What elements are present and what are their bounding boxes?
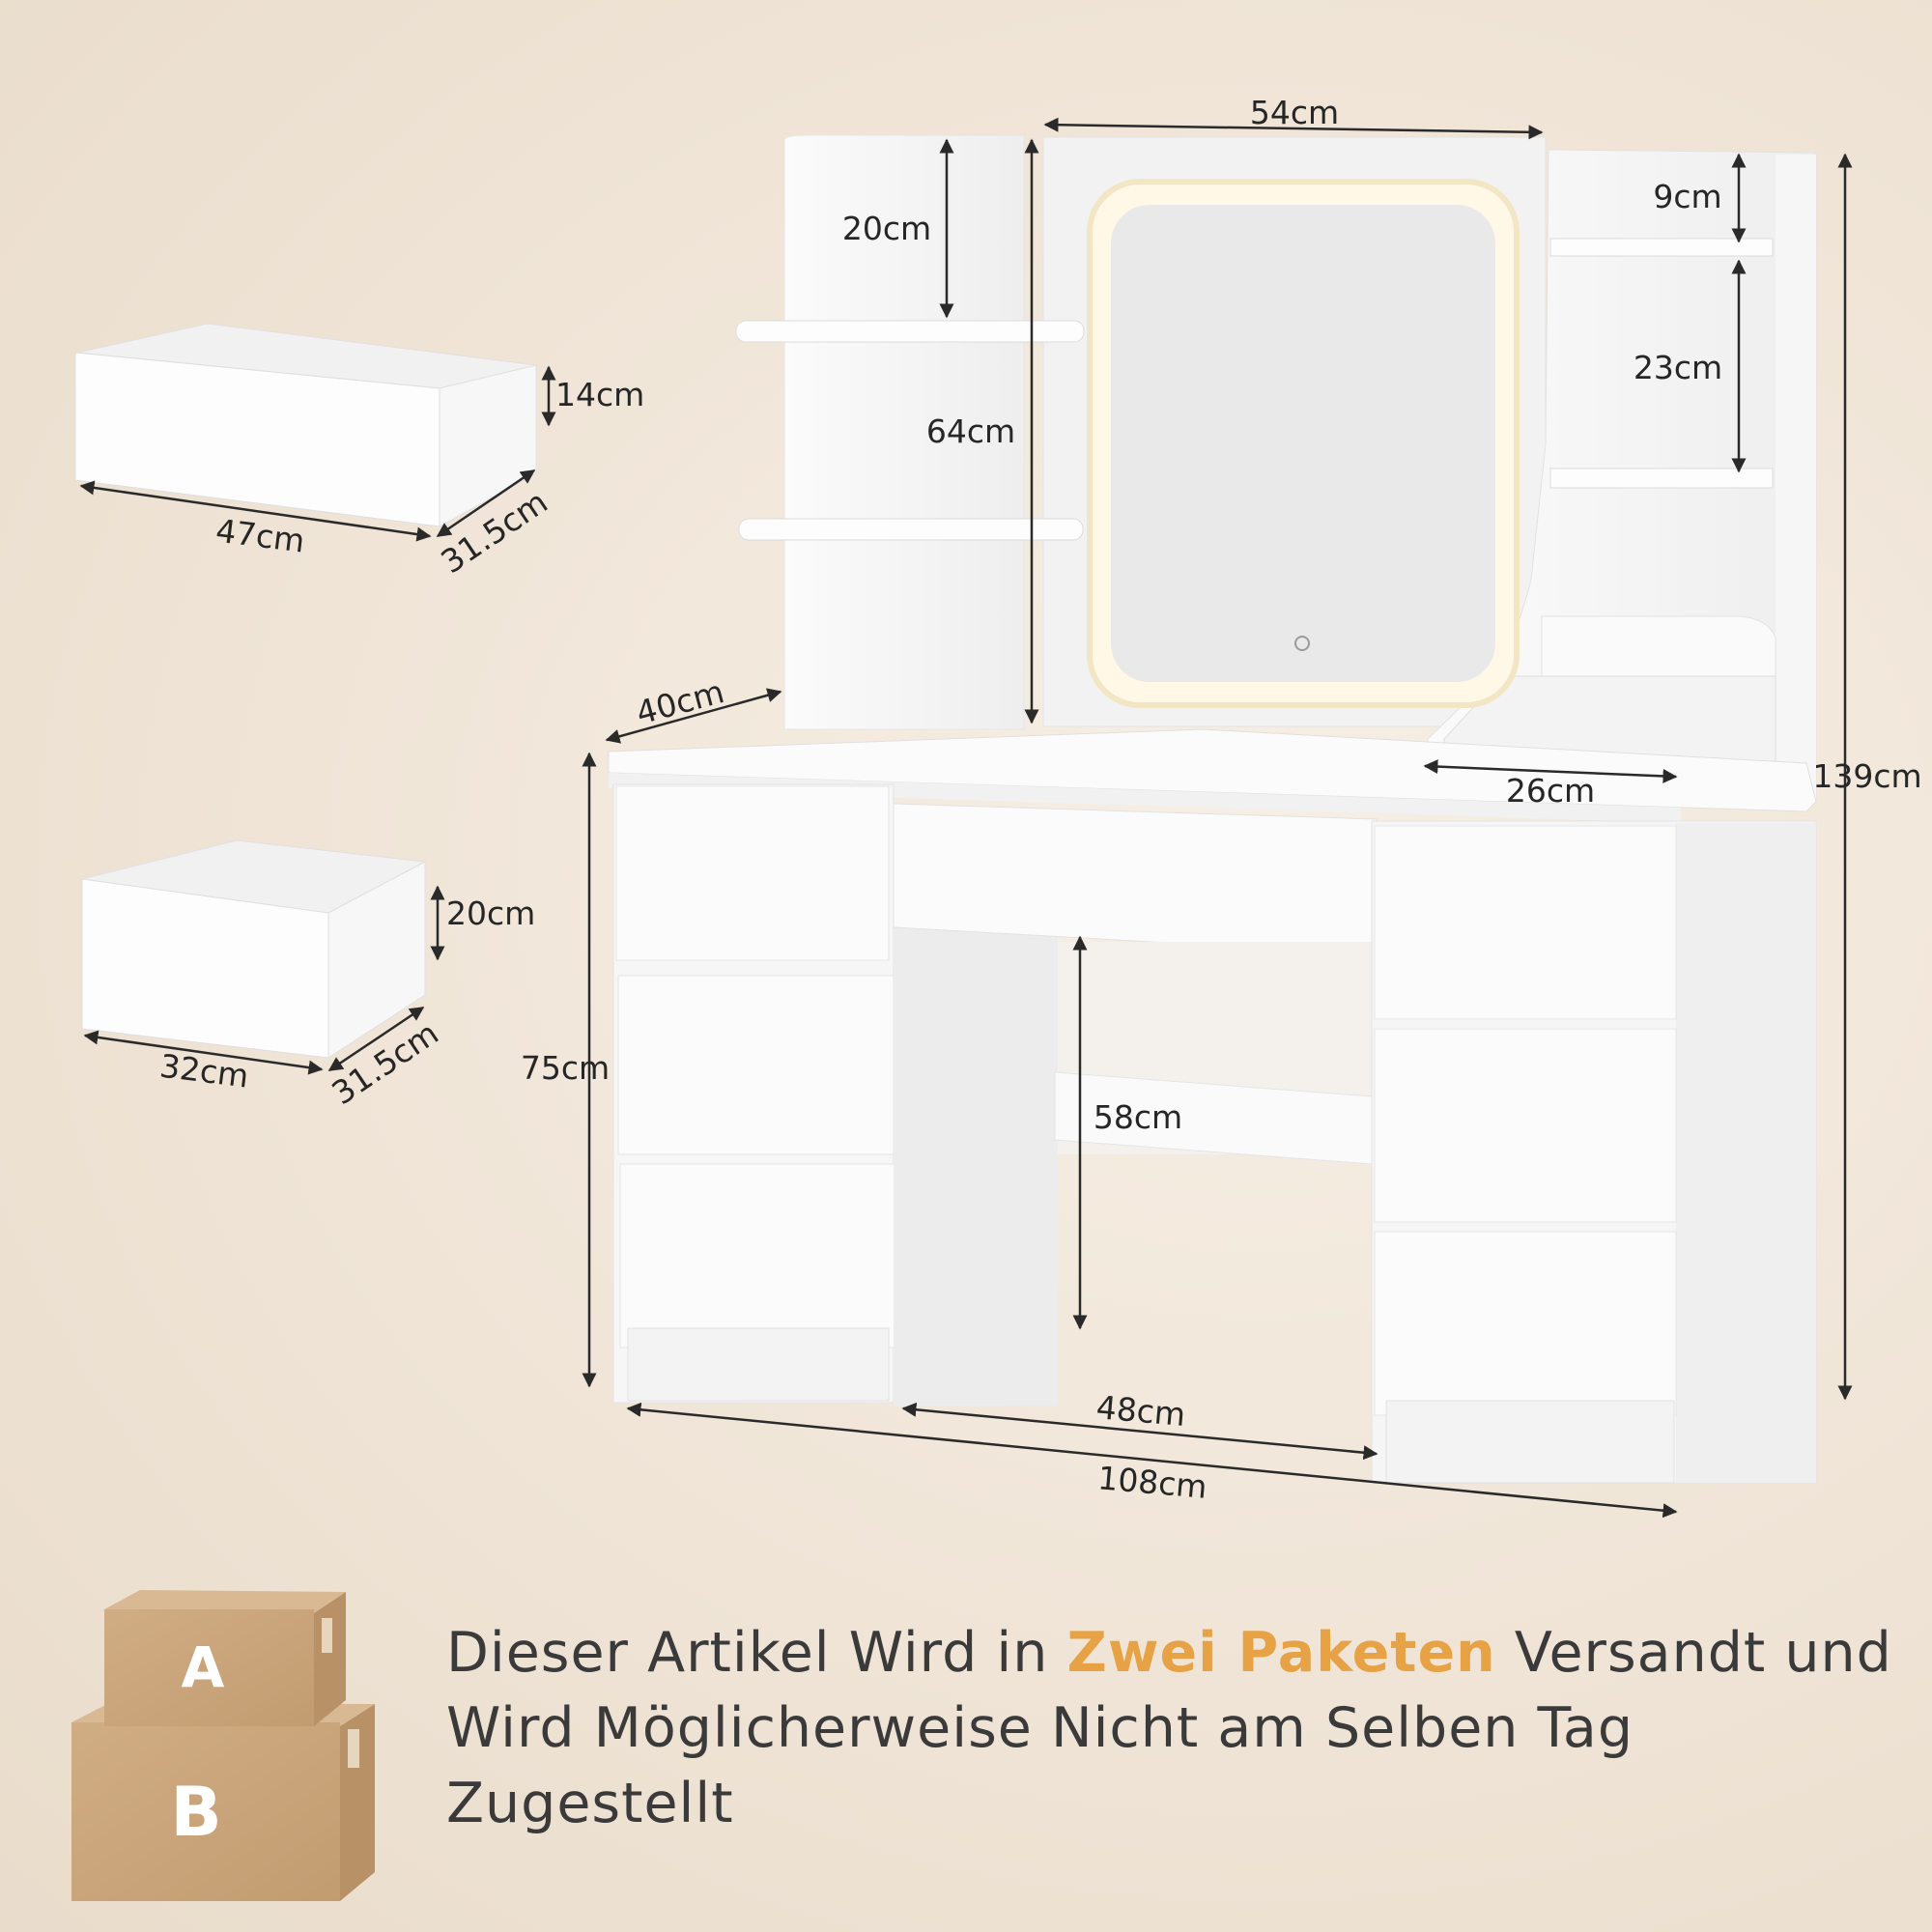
left-drawer-1 bbox=[615, 785, 890, 961]
right-drawer-2 bbox=[1374, 1028, 1677, 1223]
label-small-drawer-width: 32cm bbox=[157, 1047, 250, 1095]
vanity-hutch bbox=[735, 134, 1817, 803]
dim-line-small-drawer-width bbox=[83, 1030, 324, 1075]
left-drawer-2 bbox=[617, 975, 895, 1155]
right-shelf-step bbox=[1541, 615, 1776, 677]
center-drawer bbox=[893, 803, 1378, 955]
dim-line-top-depth bbox=[605, 688, 782, 744]
touch-switch-icon bbox=[1294, 636, 1310, 651]
label-small-drawer-height: 20cm bbox=[446, 895, 535, 932]
box-b-front bbox=[71, 1722, 340, 1901]
left-shelf-lower bbox=[738, 518, 1084, 541]
box-b-letter: B bbox=[170, 1773, 221, 1852]
right-pedestal-side bbox=[1676, 823, 1816, 1483]
box-a: A bbox=[104, 1590, 346, 1726]
box-a-front bbox=[104, 1609, 314, 1726]
label-knee-height: 58cm bbox=[1094, 1098, 1182, 1136]
label-top-depth: 40cm bbox=[632, 672, 727, 732]
box-a-tape-label bbox=[322, 1618, 332, 1653]
box-a-letter: A bbox=[182, 1634, 225, 1700]
right-drawer-1 bbox=[1374, 825, 1677, 1020]
notice-highlight: Zwei Paketen bbox=[1066, 1621, 1496, 1685]
label-knee-width: 48cm bbox=[1094, 1388, 1186, 1434]
label-mirror-width: 54cm bbox=[1250, 94, 1339, 131]
notice-text-start: Dieser Artikel Wird in bbox=[446, 1621, 1067, 1685]
left-drawer-3 bbox=[619, 1163, 896, 1349]
dim-line-total-width bbox=[626, 1402, 1678, 1519]
label-left-shelf-gap: 20cm bbox=[842, 210, 931, 247]
right-shelf-middle bbox=[1549, 468, 1774, 489]
dim-line-large-drawer-depth bbox=[436, 469, 536, 538]
dim-line-cabinet-depth bbox=[1423, 759, 1678, 783]
label-large-drawer-height: 14cm bbox=[555, 376, 644, 413]
right-shelf-top bbox=[1549, 238, 1774, 257]
label-mirror-height: 64cm bbox=[926, 412, 1015, 450]
right-side-panel bbox=[1776, 155, 1816, 802]
box-b: B bbox=[71, 1702, 375, 1901]
label-right-middle-shelf: 23cm bbox=[1634, 349, 1722, 386]
right-plinth bbox=[1385, 1400, 1675, 1484]
dim-line-small-drawer-depth bbox=[327, 1006, 425, 1072]
left-plinth bbox=[627, 1327, 890, 1402]
left-shelf-upper bbox=[735, 320, 1085, 343]
box-b-tape-label bbox=[348, 1729, 359, 1768]
shipping-notice: Dieser Artikel Wird in Zwei Paketen Vers… bbox=[446, 1615, 1905, 1841]
dim-line-large-drawer-width bbox=[79, 480, 432, 542]
dim-line-mirror-width bbox=[1043, 117, 1544, 140]
notice-text-end: Versandt und Wird Möglicherweise Nicht a… bbox=[446, 1621, 1892, 1835]
label-large-drawer-width: 47cm bbox=[213, 512, 306, 560]
dimension-lines bbox=[79, 117, 1853, 1519]
label-total-height: 139cm bbox=[1812, 757, 1921, 795]
label-right-top-shelf: 9cm bbox=[1653, 178, 1721, 215]
label-desk-height: 75cm bbox=[521, 1049, 610, 1087]
label-total-width: 108cm bbox=[1096, 1459, 1208, 1506]
right-drawer-3 bbox=[1374, 1231, 1677, 1416]
box-a-top bbox=[104, 1590, 346, 1613]
label-cabinet-depth: 26cm bbox=[1506, 772, 1595, 810]
left-inner-side bbox=[894, 927, 1058, 1406]
small-drawer-illustration bbox=[81, 839, 427, 1059]
shipping-boxes: B A bbox=[71, 1590, 375, 1901]
vanity-desk bbox=[608, 728, 1817, 1484]
led-mirror-glass bbox=[1111, 205, 1495, 682]
